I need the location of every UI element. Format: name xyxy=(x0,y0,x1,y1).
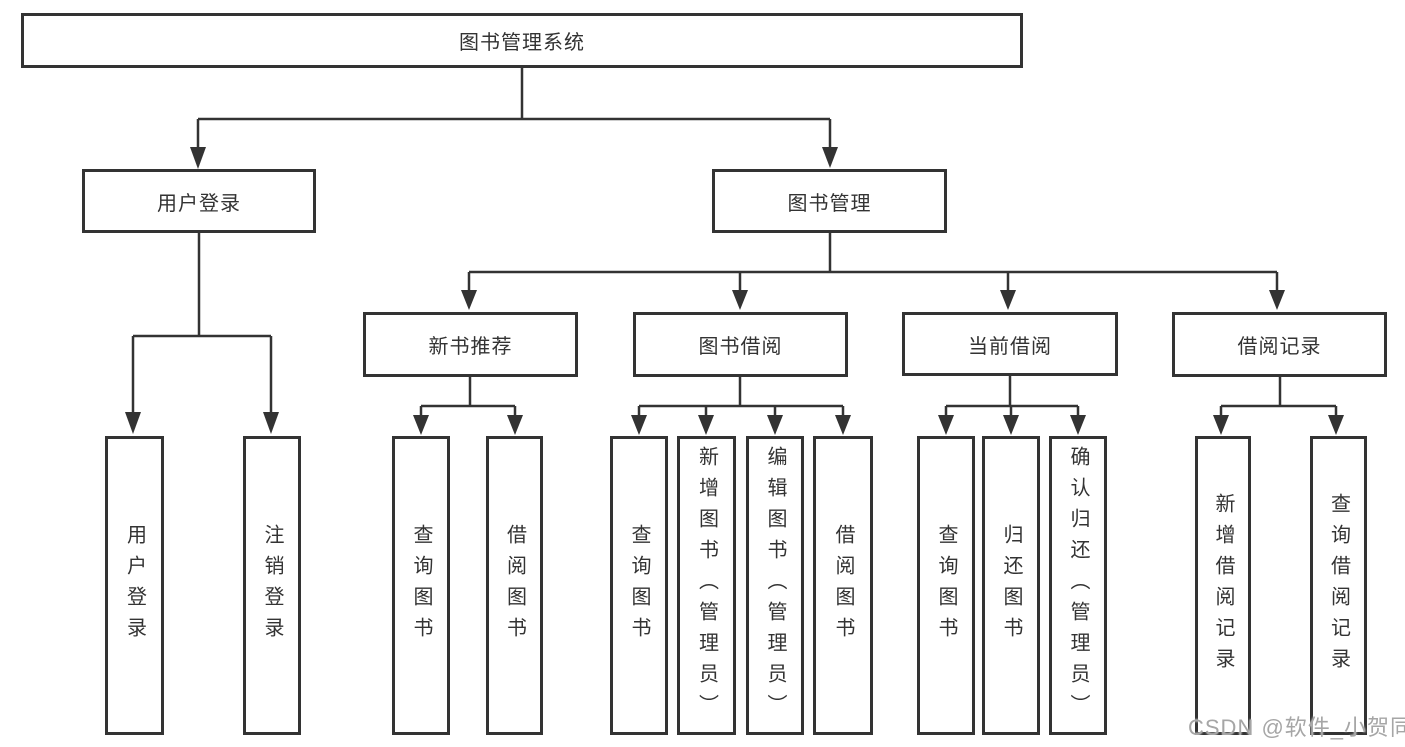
node-leaf-borrow-books-1: 借阅图书 xyxy=(486,436,543,735)
node-label: 确认归还（管理员） xyxy=(1067,446,1089,725)
node-root: 图书管理系统 xyxy=(21,13,1023,68)
node-leaf-user-login: 用户登录 xyxy=(105,436,164,735)
arrowheads xyxy=(125,147,1344,435)
node-label: 当前借阅 xyxy=(968,335,1052,358)
node-label: 用户登录 xyxy=(157,192,241,215)
node-label: 借阅图书 xyxy=(503,523,526,648)
node-leaf-query-books-1: 查询图书 xyxy=(392,436,450,735)
node-label: 借阅记录 xyxy=(1237,336,1322,358)
node-label: 查询图书 xyxy=(410,523,432,648)
node-leaf-borrow-books-2: 借阅图书 xyxy=(813,436,873,735)
node-leaf-query-borrow-record: 查询借阅记录 xyxy=(1310,436,1367,735)
node-borrowing-records: 借阅记录 xyxy=(1172,312,1387,377)
node-leaf-confirm-return-admin: 确认归还（管理员） xyxy=(1049,436,1107,735)
node-label: 图书管理 xyxy=(787,192,872,215)
node-book-management: 图书管理 xyxy=(712,169,947,233)
node-leaf-logout: 注销登录 xyxy=(243,436,301,735)
node-user-login: 用户登录 xyxy=(82,169,316,233)
node-leaf-query-books-3: 查询图书 xyxy=(917,436,975,735)
node-leaf-add-borrow-record: 新增借阅记录 xyxy=(1195,436,1251,735)
node-new-book-recommend: 新书推荐 xyxy=(363,312,578,377)
node-label: 查询图书 xyxy=(628,523,650,648)
node-label: 编辑图书（管理员） xyxy=(764,446,786,725)
node-label: 图书借阅 xyxy=(698,336,783,358)
node-label: 借阅图书 xyxy=(832,523,854,648)
node-leaf-edit-books-admin: 编辑图书（管理员） xyxy=(746,436,804,735)
node-label: 新增借阅记录 xyxy=(1212,492,1234,679)
node-leaf-add-books-admin: 新增图书（管理员） xyxy=(677,436,736,735)
node-label: 查询图书 xyxy=(935,523,957,648)
node-label: 图书管理系统 xyxy=(459,32,585,54)
node-label: 查询借阅记录 xyxy=(1327,492,1350,679)
node-leaf-query-books-2: 查询图书 xyxy=(610,436,668,735)
watermark: CSDN @软件_小贺同学 xyxy=(1188,715,1405,740)
node-book-borrowing: 图书借阅 xyxy=(633,312,848,377)
node-label: 归还图书 xyxy=(1000,523,1022,648)
node-label: 新增图书（管理员） xyxy=(695,446,718,725)
node-label: 新书推荐 xyxy=(428,336,513,358)
node-label: 用户登录 xyxy=(123,523,146,648)
node-leaf-return-books: 归还图书 xyxy=(982,436,1040,735)
node-current-borrowing: 当前借阅 xyxy=(902,312,1118,376)
node-label: 注销登录 xyxy=(261,523,283,648)
